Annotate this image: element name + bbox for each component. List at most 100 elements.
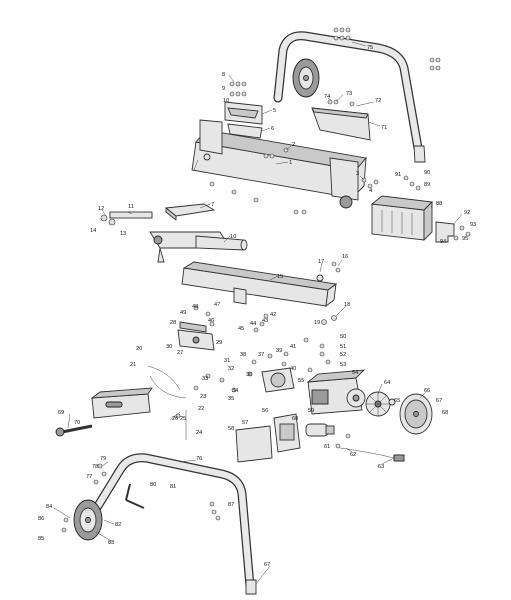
hardware-fasteners	[61, 27, 471, 533]
callout-63: 63	[378, 464, 384, 470]
cooling-fan	[365, 391, 391, 417]
callout-90: 90	[424, 170, 430, 176]
dipstick	[55, 424, 93, 437]
electric-motor	[306, 369, 366, 415]
callout-10-top: 10	[223, 98, 229, 104]
callout-1: 1	[289, 160, 292, 166]
callout-12: 12	[98, 206, 104, 212]
callout-20: 20	[136, 346, 142, 352]
callout-82: 82	[115, 522, 121, 528]
callout-89: 89	[424, 182, 430, 188]
callout-24: 24	[196, 430, 202, 436]
callout-48: 48	[192, 304, 198, 310]
callout-53: 53	[340, 362, 346, 368]
callout-9: 9	[222, 86, 225, 92]
callout-21: 21	[130, 362, 136, 368]
callout-69: 69	[58, 410, 64, 416]
cross-beam	[181, 261, 338, 307]
leader-lines	[53, 41, 463, 585]
callout-91: 91	[395, 172, 401, 178]
callout-29: 29	[216, 340, 222, 346]
callout-78: 78	[92, 464, 98, 470]
callout-68: 68	[442, 410, 448, 416]
callout-67-bottom: 67	[264, 562, 270, 568]
callout-18: 18	[344, 302, 350, 308]
callout-76: 76	[196, 456, 202, 462]
callout-49: 49	[180, 310, 186, 316]
callout-47: 47	[214, 302, 220, 308]
callout-7: 7	[211, 202, 214, 208]
callout-28: 28	[170, 320, 176, 326]
callout-36: 36	[246, 372, 252, 378]
callout-50: 50	[340, 334, 346, 340]
callout-66: 66	[424, 388, 430, 394]
callout-42: 42	[270, 312, 276, 318]
callout-65: 65	[394, 398, 400, 404]
callout-51: 51	[340, 344, 346, 350]
callout-13: 13	[120, 231, 126, 237]
callout-2: 2	[292, 142, 295, 148]
callout-77: 77	[86, 474, 92, 480]
pump	[261, 367, 295, 393]
callout-72: 72	[375, 98, 381, 104]
callout-81: 81	[170, 484, 176, 490]
callout-62: 62	[350, 452, 356, 458]
callout-22: 22	[198, 406, 204, 412]
callout-17: 17	[318, 259, 324, 265]
motor-guard	[370, 195, 433, 242]
callout-55: 55	[298, 378, 304, 384]
callout-52: 52	[340, 352, 346, 358]
callout-87: 87	[228, 502, 234, 508]
callout-31: 31	[224, 358, 230, 364]
callout-3: 3	[356, 171, 359, 177]
callout-61: 61	[324, 444, 330, 450]
callout-73: 73	[346, 91, 352, 97]
callout-5: 5	[273, 108, 276, 114]
callout-85: 85	[38, 536, 44, 542]
control-valve	[177, 321, 215, 351]
callout-23: 23	[200, 394, 206, 400]
callout-19: 19	[314, 320, 320, 326]
capacitor	[305, 423, 335, 437]
top-handle-frame	[273, 31, 426, 163]
callout-88: 88	[436, 201, 442, 207]
top-wheel	[292, 58, 320, 98]
callout-27: 27	[177, 350, 183, 356]
callout-11: 11	[128, 204, 134, 210]
callout-labels: 75 71 72 73 74 8 9 10 5 6 2 1 3 4 91 90 …	[38, 45, 476, 568]
log-plate	[311, 107, 371, 141]
tank-cover	[90, 387, 153, 419]
push-plate	[164, 203, 216, 221]
callout-95: 95	[462, 236, 468, 242]
callout-16: 16	[342, 254, 348, 260]
callout-86: 86	[38, 516, 44, 522]
callout-8: 8	[222, 72, 225, 78]
main-beam	[191, 119, 367, 209]
callout-14: 14	[90, 228, 96, 234]
callout-80: 80	[150, 482, 156, 488]
callout-35: 35	[228, 396, 234, 402]
switch-box	[235, 413, 301, 463]
callout-83: 83	[108, 540, 114, 546]
callout-4: 4	[369, 188, 372, 194]
cylinder-ram	[149, 231, 248, 263]
wedge-block	[224, 101, 263, 139]
callout-25: 25	[180, 416, 186, 422]
callout-39: 39	[276, 348, 282, 354]
callout-46: 46	[208, 318, 214, 324]
callout-56: 56	[262, 408, 268, 414]
bottom-handle-frame	[77, 453, 257, 595]
callout-43: 43	[262, 318, 268, 324]
callout-60: 60	[292, 416, 298, 422]
callout-6: 6	[271, 126, 274, 132]
callout-59: 59	[308, 408, 314, 414]
callout-58: 58	[228, 426, 234, 432]
callout-34: 34	[232, 388, 238, 394]
callout-40: 40	[290, 366, 296, 372]
callout-26: 26	[172, 416, 178, 422]
callout-64: 64	[384, 380, 390, 386]
callout-71: 71	[381, 125, 387, 131]
callout-70: 70	[74, 420, 80, 426]
callout-54: 54	[352, 370, 358, 376]
